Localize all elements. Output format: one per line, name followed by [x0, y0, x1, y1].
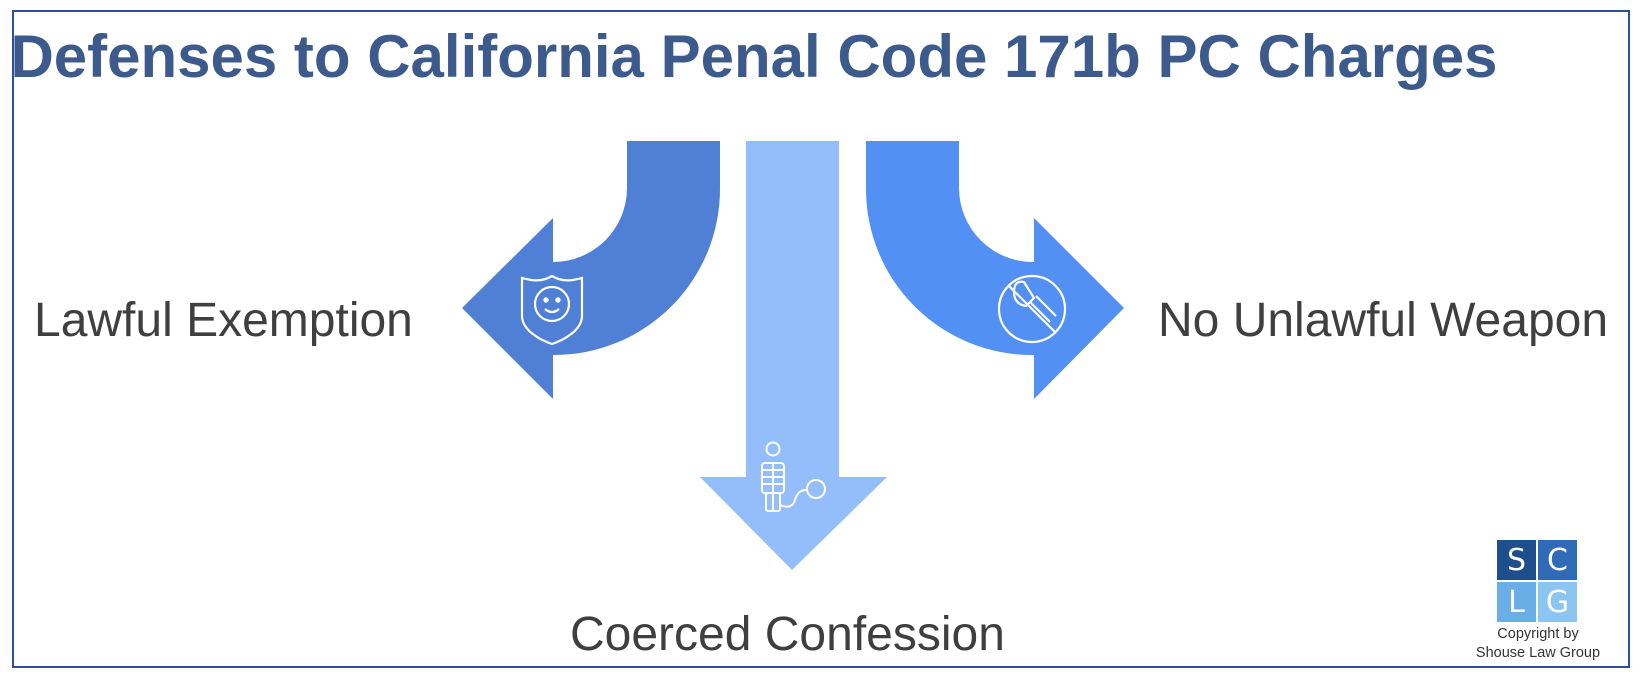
lawful-exemption-label: Lawful Exemption — [34, 294, 413, 347]
left-curved-arrow — [462, 141, 721, 399]
shield-face-icon — [520, 274, 584, 346]
down-arrow — [700, 141, 887, 570]
no-axe-icon — [997, 274, 1067, 344]
copyright-line-2: Shouse Law Group — [1475, 645, 1601, 661]
logo-letter-l: L — [1497, 582, 1536, 622]
sclg-logo: S C L G — [1497, 540, 1577, 622]
copyright-line-1: Copyright by — [1497, 626, 1579, 642]
logo-letter-s: S — [1497, 540, 1536, 580]
diagram-frame — [12, 10, 1630, 668]
copyright-text: Copyright by Shouse Law Group — [1440, 625, 1636, 663]
logo-letter-g: G — [1538, 582, 1577, 622]
prisoner-ball-chain-icon — [761, 441, 826, 512]
no-unlawful-weapon-label: No Unlawful Weapon — [1158, 294, 1609, 347]
coerced-confession-label: Coerced Confession — [570, 608, 1005, 661]
logo-letter-c: C — [1538, 540, 1577, 580]
right-curved-arrow — [865, 141, 1124, 399]
page-title: Defenses to California Penal Code 171b P… — [10, 23, 1498, 90]
